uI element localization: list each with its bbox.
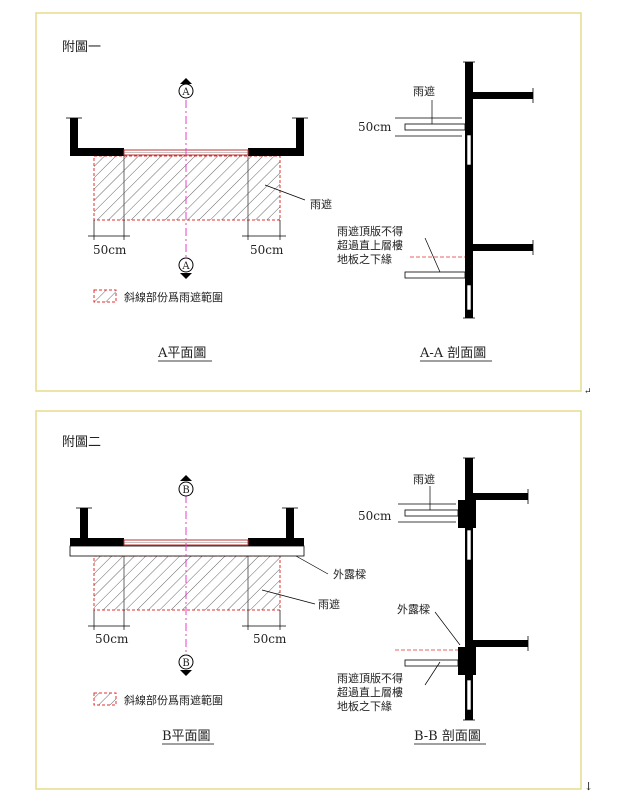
plan-b-dim-right: 50cm (253, 632, 287, 646)
section-b-beam-label: 外露樑 (397, 603, 430, 616)
section-a-note-1: 雨遮頂版不得 (337, 224, 403, 238)
plan-b-legend-swatch (93, 692, 117, 706)
section-b-floor-upper (473, 493, 528, 500)
plan-a-legend-text: 斜線部份爲雨遮範圍 (124, 290, 223, 304)
plan-a-wall-left (70, 118, 124, 156)
section-a-canopy-lower (404, 271, 466, 279)
svg-text:B: B (182, 485, 189, 496)
figure-2-frame (35, 410, 582, 790)
section-a-dim: 50cm (358, 120, 392, 134)
section-b-canopy-upper (404, 509, 459, 517)
plan-a-legend-swatch (93, 289, 117, 303)
plan-a-marker-top: A (178, 78, 194, 99)
plan-b-wall-left (80, 508, 124, 546)
svg-text:A: A (181, 261, 190, 272)
plan-b-caption: B平面圖 (162, 729, 211, 744)
section-b-beam-lower (458, 647, 476, 675)
plan-b-beam-label: 外露樑 (333, 568, 366, 581)
plan-b-exposed-beam (69, 545, 305, 557)
plan-b-dim-left: 50cm (95, 632, 129, 646)
section-a-note-2: 超過直上層樓 (337, 238, 403, 252)
section-a-caption: A-A 剖面圖 (419, 346, 486, 361)
section-a-canopy-upper (404, 123, 466, 131)
plan-a: A A 50cm 50cm 雨遮 斜線部份爲雨遮範圍 A平面圖 (66, 78, 332, 362)
section-b-note-3: 地板之下緣 (337, 699, 392, 713)
section-a: 50cm 雨遮 雨遮頂版不得 超過直上層樓 地板之下緣 A-A 剖面圖 (337, 61, 534, 362)
section-b-note-2: 超過直上層樓 (337, 685, 403, 699)
plan-a-marker-bottom: A (178, 257, 194, 279)
plan-a-canopy-area (93, 155, 281, 221)
plan-a-canopy-label: 雨遮 (310, 197, 332, 211)
figure-1-frame (35, 12, 582, 392)
section-b-beam-upper (458, 500, 476, 528)
end-mark: ↓ (584, 780, 593, 793)
plan-a-canopy-leader (264, 184, 306, 201)
plan-b-legend-text: 斜線部份爲雨遮範圍 (124, 693, 223, 707)
plan-a-dim-left: 50cm (93, 243, 127, 257)
plan-b-canopy-label: 雨遮 (318, 597, 340, 611)
section-b-caption: B-B 剖面圖 (414, 729, 481, 744)
section-a-floor-lower (473, 244, 533, 251)
plan-b-marker-top: B (178, 475, 194, 497)
plan-b-canopy-area (93, 555, 281, 611)
section-b-canopy-label: 雨遮 (413, 472, 435, 486)
figure-1: 附圖一 A A (35, 12, 582, 392)
plan-b: B B 50cm 50cm 外露樑 雨遮 斜線部份爲雨遮範圍 B平 (69, 475, 366, 745)
paragraph-mark-1: ↵ (584, 387, 592, 397)
section-a-floor-upper (473, 92, 533, 99)
section-b-dim: 50cm (358, 509, 392, 523)
section-b-note-1: 雨遮頂版不得 (337, 671, 403, 685)
plan-a-caption: A平面圖 (157, 346, 206, 361)
plan-a-wall-right (248, 118, 304, 156)
svg-text:B: B (182, 658, 189, 669)
figure-2-title: 附圖二 (62, 435, 101, 450)
section-a-wall (465, 62, 473, 318)
svg-text:A: A (181, 87, 190, 98)
section-b-canopy-lower (404, 659, 459, 667)
section-a-note-3: 地板之下緣 (337, 252, 392, 266)
section-a-canopy-label: 雨遮 (413, 84, 435, 98)
section-b-floor-lower (473, 640, 528, 647)
figure-2: 附圖二 B (35, 410, 582, 790)
section-b: 50cm 雨遮 外露樑 雨遮頂版不得 超過直上層樓 地板之下緣 B-B 剖面圖 (337, 457, 529, 745)
figure-1-title: 附圖一 (62, 40, 101, 55)
section-b-wall (465, 458, 473, 720)
plan-a-dim-right: 50cm (250, 243, 284, 257)
plan-b-wall-right (248, 508, 294, 546)
plan-b-marker-bottom: B (178, 654, 194, 676)
